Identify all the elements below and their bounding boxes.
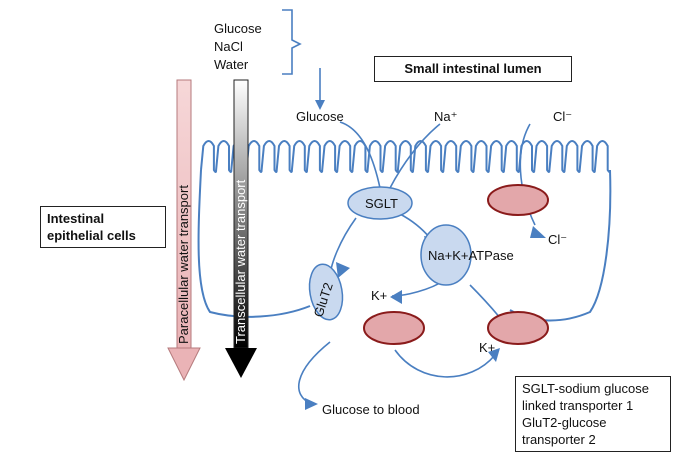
brush-border-membrane [200, 140, 612, 173]
cells-label-box: Intestinal epithelial cells [40, 206, 166, 248]
glucose-to-blood-label: Glucose to blood [322, 402, 420, 417]
paracellular-label: Paracellular water transport [176, 185, 191, 344]
legend-box: SGLT-sodium glucose linked transporter 1… [515, 376, 671, 452]
k-left-arrowhead [390, 290, 402, 304]
glucose-label: Glucose [296, 109, 344, 124]
sglt-transporter [347, 186, 413, 220]
chloride-out-label: Cl⁻ [548, 232, 567, 247]
atpase-label: Na+K+ATPase [428, 248, 514, 263]
glut2-arrowhead [336, 262, 350, 278]
blood-arrowhead [305, 398, 318, 410]
potassium-bottom-label: K+ [479, 340, 495, 355]
lumen-label: Small intestinal lumen [404, 61, 542, 76]
sglt-to-atpase-path [399, 213, 431, 239]
legend-line-2: linked transporter 1 [522, 398, 634, 413]
chloride-label: Cl⁻ [553, 109, 572, 124]
k-bottom-path [394, 349, 496, 378]
lumen-label-box: Small intestinal lumen [374, 56, 572, 82]
input-arrowhead [315, 100, 325, 110]
input-nacl: NaCl [214, 39, 243, 54]
legend-line-1: SGLT-sodium glucose [522, 381, 649, 396]
atpase-pump [420, 224, 472, 286]
glucose-exit-path [297, 341, 331, 405]
k-bottom-arrowhead [488, 348, 500, 362]
potassium-channel-left [363, 311, 425, 345]
chloride-channel [487, 184, 549, 216]
input-water: Water [214, 57, 249, 72]
cells-label-line2: epithelial cells [47, 228, 136, 243]
glut2-transporter [308, 263, 344, 321]
potassium-channel-right [487, 311, 549, 345]
inputs-bracket [282, 9, 302, 75]
legend-line-3: GluT2-glucose [522, 415, 607, 430]
sglt-label: SGLT [365, 196, 398, 211]
cells-label-line1: Intestinal [47, 211, 105, 226]
chloride-arrowhead [530, 226, 546, 238]
glucose-uptake-path [339, 121, 381, 189]
input-glucose: Glucose [214, 21, 262, 36]
sodium-uptake-path [389, 123, 441, 189]
legend-line-4: transporter 2 [522, 432, 596, 447]
transcellular-arrow [225, 79, 257, 378]
sodium-label: Na⁺ [434, 109, 457, 124]
left-cell-boundary [197, 169, 311, 318]
atpase-right-path [469, 284, 503, 321]
paracellular-arrow [167, 79, 201, 382]
potassium-left-label: K+ [371, 288, 387, 303]
transcellular-label: Transcellular water transport [233, 179, 248, 344]
